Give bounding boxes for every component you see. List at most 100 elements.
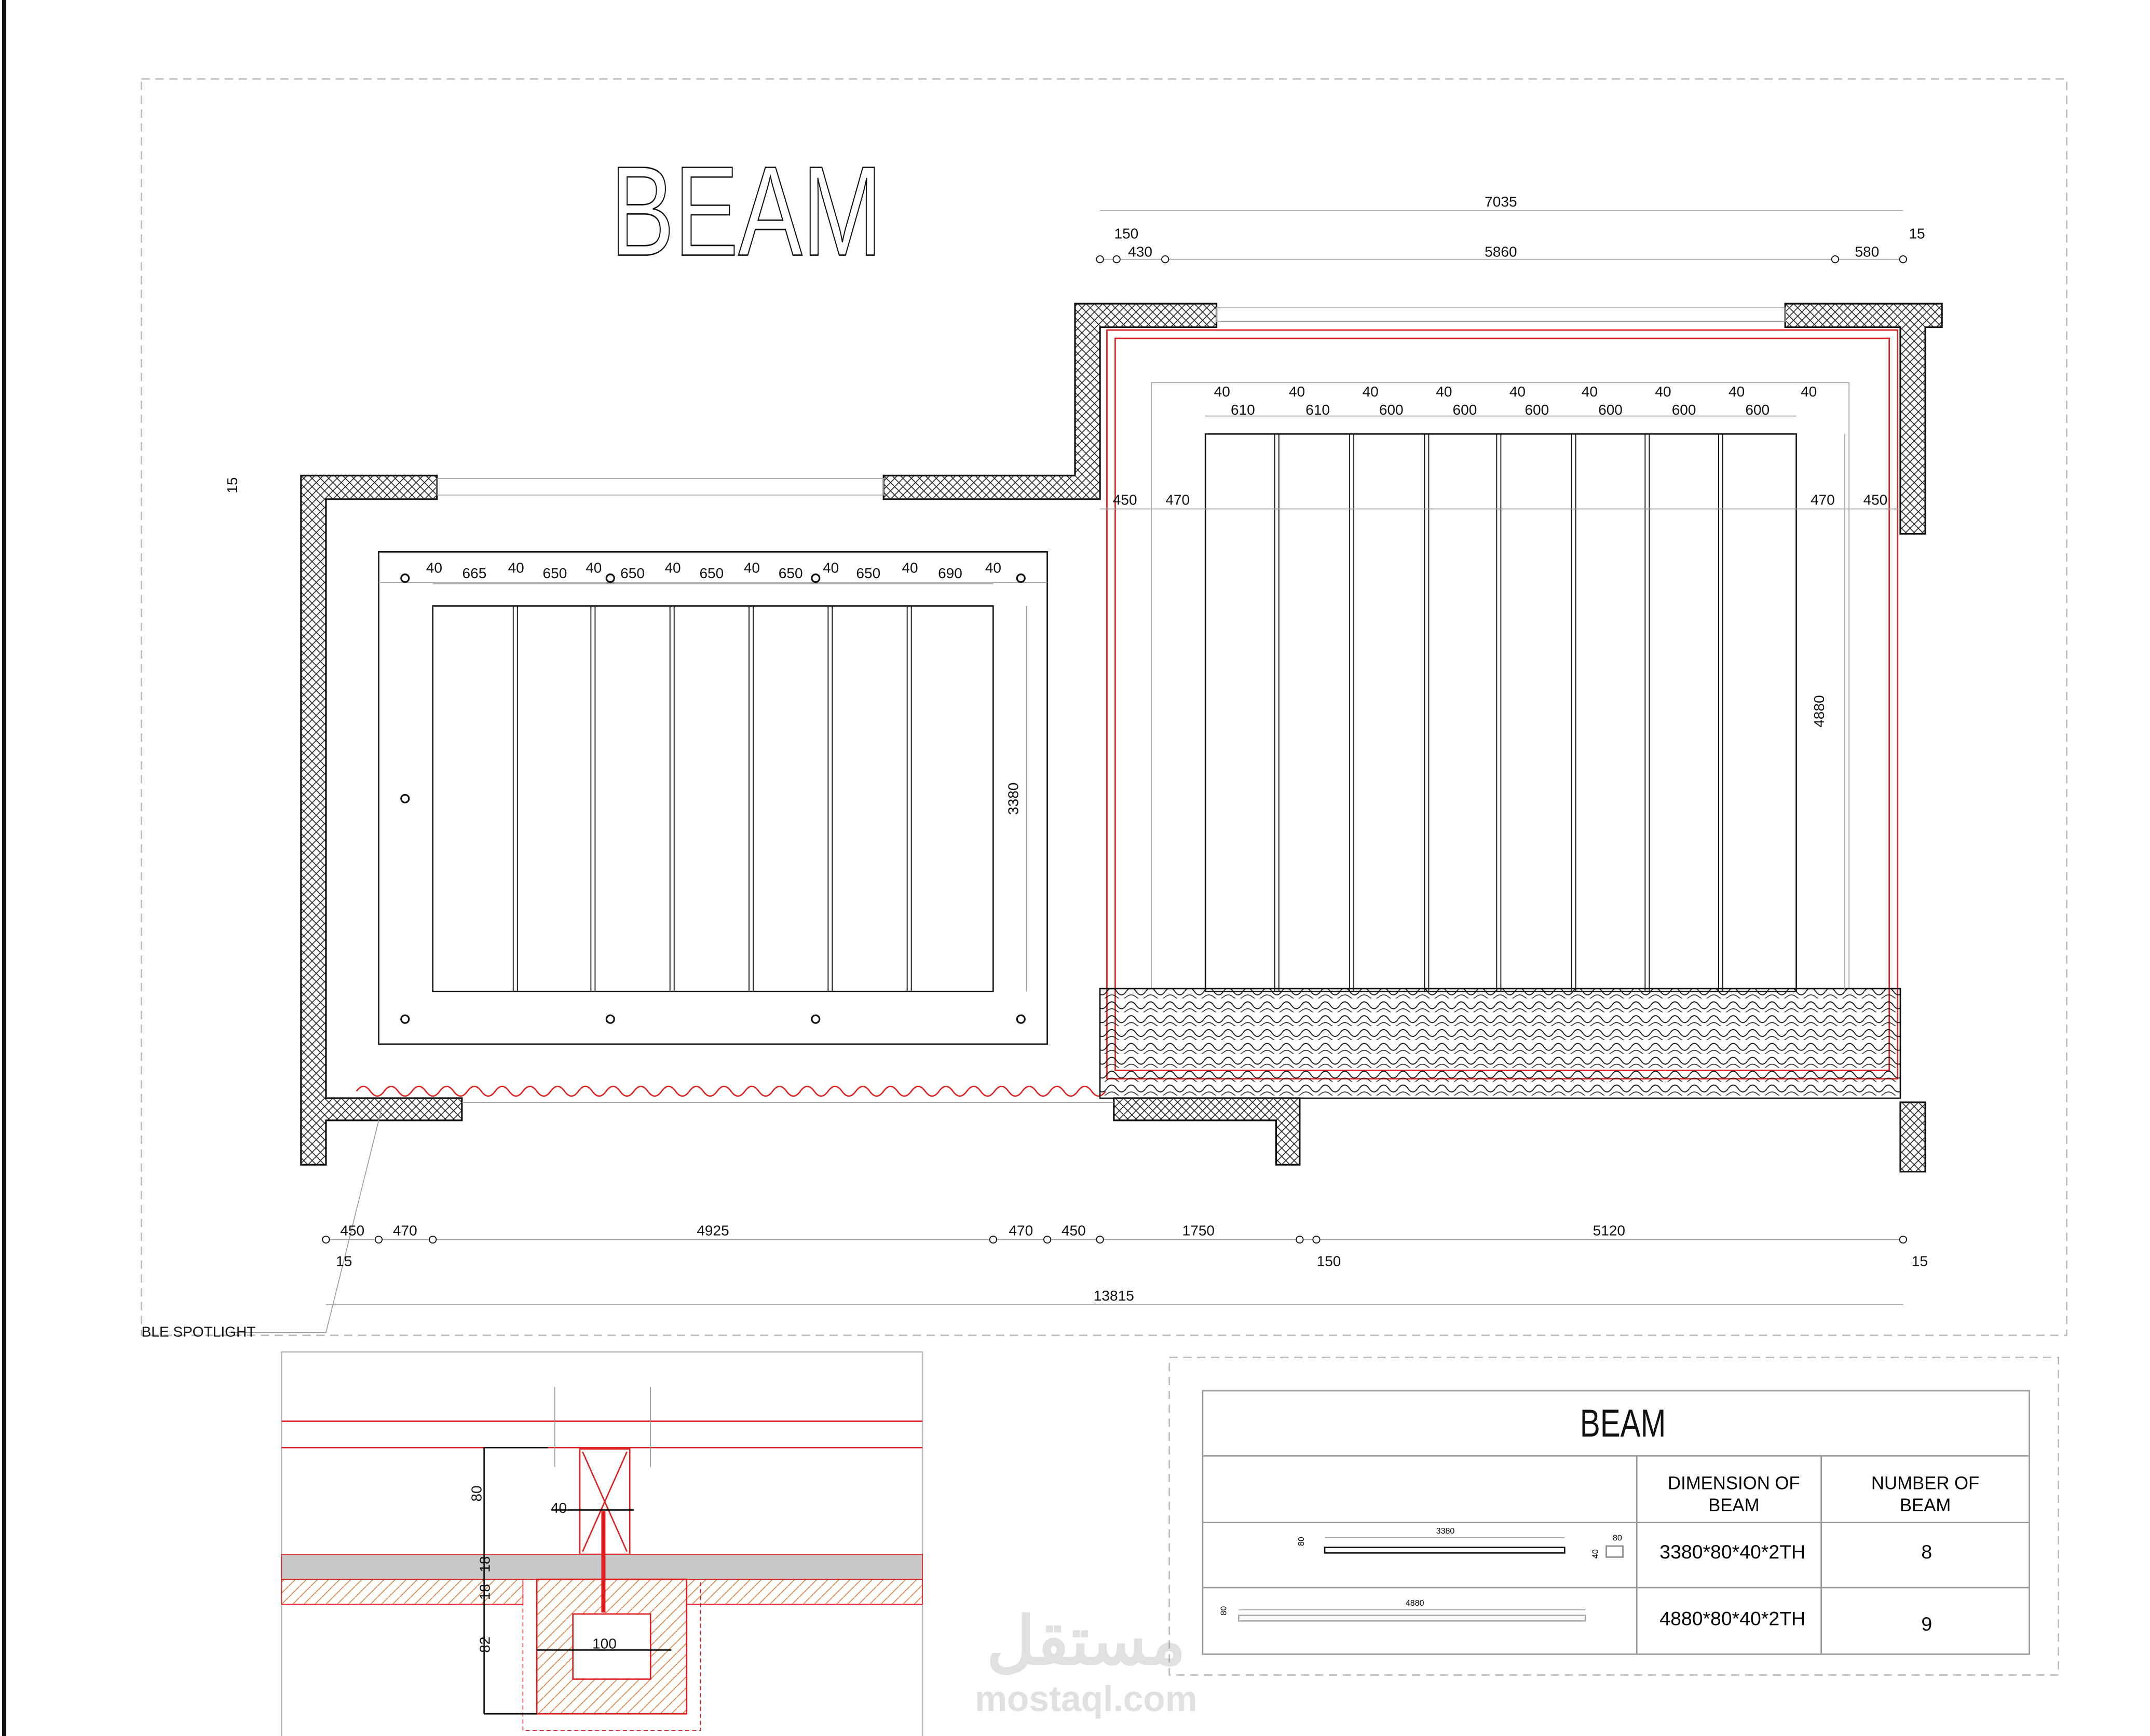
detail-dim-82: 82 <box>477 1636 493 1652</box>
dimension-label: 40 <box>985 559 1001 576</box>
spotlight-icon <box>400 573 410 583</box>
row-1-sketch-height: 80 <box>1297 1537 1306 1546</box>
beam <box>1274 433 1280 992</box>
dimension-label-vertical: 3380 <box>1005 783 1021 815</box>
dimension-label: 450 <box>1863 492 1887 508</box>
windows <box>436 307 1786 1103</box>
beam <box>749 605 754 992</box>
dimension-label: 650 <box>699 565 724 581</box>
dim-marker <box>989 1235 997 1244</box>
row-1-sketch: 3380 80 80 40 <box>1297 1526 1624 1559</box>
dimension-label: 690 <box>938 565 962 581</box>
beam <box>590 605 596 992</box>
spotlight-callout: BLE SPOTLIGHT <box>142 1324 256 1340</box>
dim-marker <box>322 1235 330 1244</box>
row-1-section-h: 80 <box>1613 1533 1622 1542</box>
row-1-section-w: 40 <box>1590 1549 1600 1559</box>
dimension-label: 40 <box>823 559 839 576</box>
beam <box>1424 433 1430 992</box>
left-room <box>356 551 1106 1097</box>
dimension-label: 470 <box>1165 492 1190 508</box>
schedule-title: BEAM <box>1580 1401 1666 1445</box>
dimension-label: 450 <box>340 1223 364 1239</box>
spotlight-icon <box>1016 573 1026 583</box>
detail-dim-18a: 18 <box>477 1556 493 1573</box>
spotlight-icon <box>811 1014 821 1024</box>
dimension-label: 600 <box>1379 402 1404 418</box>
row-1-sketch-length: 3380 <box>1436 1526 1455 1536</box>
dim-marker <box>1312 1235 1321 1244</box>
dimension-label: 40 <box>586 559 602 576</box>
dimension-label: 600 <box>1525 402 1549 418</box>
dimension-label: 600 <box>1598 402 1623 418</box>
dimension-label: 610 <box>1305 402 1330 418</box>
dimension-label-vertical: 4880 <box>1811 695 1827 727</box>
row-1-dimension: 3380*80*40*2TH <box>1659 1541 1805 1563</box>
dimension-label: 610 <box>1231 402 1255 418</box>
beam <box>1644 433 1650 992</box>
dimension-label: 470 <box>1009 1223 1033 1239</box>
spotlight-icon <box>605 573 615 583</box>
beam <box>512 605 518 992</box>
row-2-sketch-length: 4880 <box>1406 1598 1424 1608</box>
spotlight-icon <box>400 1014 410 1024</box>
page-title: BEAM <box>610 140 882 283</box>
detail-dim-18b: 18 <box>477 1584 493 1600</box>
row-1-count: 8 <box>1921 1541 1932 1563</box>
dimension-label: 40 <box>1801 384 1817 400</box>
watermark-arabic: مستقل <box>986 1604 1186 1678</box>
beam <box>1718 433 1723 992</box>
dimension-label: 7035 <box>1485 194 1517 210</box>
dimension-lines <box>228 210 1903 1333</box>
dim-marker <box>1161 255 1169 264</box>
dimension-label: 15 <box>1912 1253 1928 1269</box>
dimension-label: 600 <box>1453 402 1477 418</box>
dimension-label: 150 <box>1317 1253 1341 1269</box>
beam <box>1571 433 1576 992</box>
wood-floor-band <box>1099 988 1901 1099</box>
dimension-label: 650 <box>856 565 880 581</box>
dim-marker <box>1899 1235 1907 1244</box>
row-2-dimension: 4880*80*40*2TH <box>1659 1607 1805 1629</box>
dimension-label: 40 <box>1509 384 1526 400</box>
dimension-label: 40 <box>1729 384 1745 400</box>
dimension-label: 40 <box>508 559 524 576</box>
watermark-logo: مستقل mostaql.com <box>975 1604 1198 1719</box>
right-room <box>1099 329 1901 1099</box>
dimension-label: 15 <box>1909 226 1925 242</box>
dimension-label: 40 <box>1363 384 1379 400</box>
spotlight-icon <box>605 1014 615 1024</box>
dimension-label: 40 <box>426 559 442 576</box>
dimension-label-vertical: 15 <box>224 477 240 494</box>
dimension-label: 470 <box>393 1223 417 1239</box>
dimension-label: 5120 <box>1593 1223 1625 1239</box>
dim-marker <box>1112 255 1121 264</box>
dimension-label: 430 <box>1128 243 1152 259</box>
dim-marker <box>1043 1235 1052 1244</box>
dimension-label: 650 <box>543 565 567 581</box>
dimension-label: 13815 <box>1094 1288 1134 1304</box>
detail-dim-40: 40 <box>551 1500 567 1516</box>
beam <box>1349 433 1355 992</box>
dimension-label: 580 <box>1855 243 1879 259</box>
dimension-label: 40 <box>1289 384 1305 400</box>
dimension-label: 40 <box>664 559 681 576</box>
beam <box>827 605 833 992</box>
dimension-label: 40 <box>902 559 918 576</box>
beam <box>906 605 912 992</box>
row-2-sketch-height: 80 <box>1219 1606 1228 1616</box>
spotlight-icon <box>400 794 410 803</box>
dimension-label: 40 <box>1214 384 1230 400</box>
row-2-sketch: 4880 80 <box>1219 1598 1586 1622</box>
dimension-label: 600 <box>1672 402 1696 418</box>
dim-marker <box>1831 255 1840 264</box>
dimension-label: 150 <box>1114 226 1138 242</box>
dimension-label: 665 <box>462 565 487 581</box>
plan-frame <box>141 78 2068 1336</box>
dimension-label: 4925 <box>697 1223 729 1239</box>
walls <box>300 303 1943 1173</box>
dimension-label: 470 <box>1811 492 1835 508</box>
